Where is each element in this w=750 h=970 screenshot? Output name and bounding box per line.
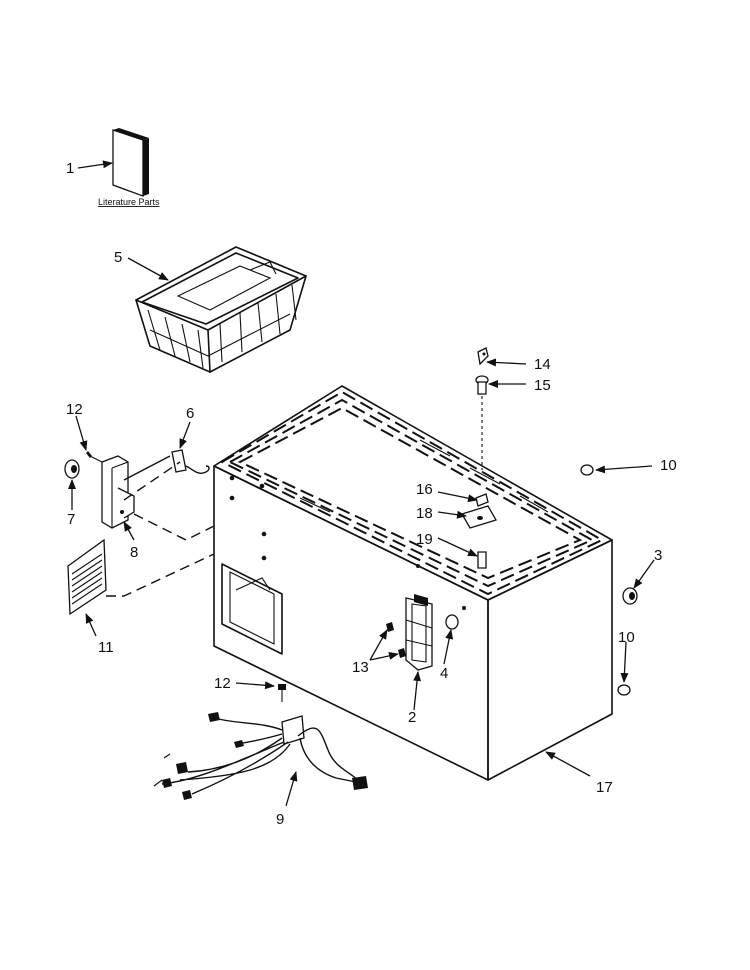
literature-booklet <box>112 128 149 197</box>
literature-parts-label: Literature Parts <box>98 197 160 207</box>
thermostat-knob <box>64 459 80 479</box>
callout-12-bottom: 12 <box>214 675 231 692</box>
wire-bracket <box>171 449 210 475</box>
callout-14: 14 <box>534 356 551 373</box>
grommet-4 <box>445 614 459 630</box>
callout-15: 15 <box>534 377 551 394</box>
callout-19: 19 <box>416 531 433 548</box>
callout-6: 6 <box>186 405 194 422</box>
cap-10a <box>580 464 594 476</box>
lock-key <box>477 347 489 366</box>
callout-10-top: 10 <box>660 457 677 474</box>
cap-10b <box>617 684 631 696</box>
control-housing <box>101 455 135 529</box>
callout-17: 17 <box>596 779 613 796</box>
callout-11: 11 <box>98 639 114 656</box>
screw-12a <box>86 451 103 463</box>
lock-screw <box>477 551 487 569</box>
lock-clip <box>475 493 489 507</box>
callout-18: 18 <box>416 505 433 522</box>
callout-16: 16 <box>416 481 433 498</box>
callout-1: 1 <box>66 160 74 177</box>
callout-7: 7 <box>67 511 75 528</box>
wire-harness <box>153 712 368 800</box>
drain-plug <box>622 587 638 605</box>
callout-2: 2 <box>408 709 416 726</box>
vent-grille <box>67 538 107 616</box>
screw-12b <box>278 684 286 702</box>
wire-routing <box>106 461 215 597</box>
callout-8: 8 <box>130 544 138 561</box>
storage-basket <box>135 246 307 373</box>
screw-13b <box>398 648 406 658</box>
lid-hinge <box>405 594 433 671</box>
callout-10-bottom: 10 <box>618 629 635 646</box>
callout-9: 9 <box>276 811 284 828</box>
callout-4: 4 <box>440 665 448 682</box>
callout-5: 5 <box>114 249 122 266</box>
lock-cylinder <box>475 375 489 395</box>
lock-plate <box>461 505 497 529</box>
screw-13a <box>386 622 394 632</box>
callout-13: 13 <box>352 659 369 676</box>
callout-3: 3 <box>654 547 662 564</box>
freezer-cabinet <box>213 385 613 781</box>
callout-12-top: 12 <box>66 401 83 418</box>
